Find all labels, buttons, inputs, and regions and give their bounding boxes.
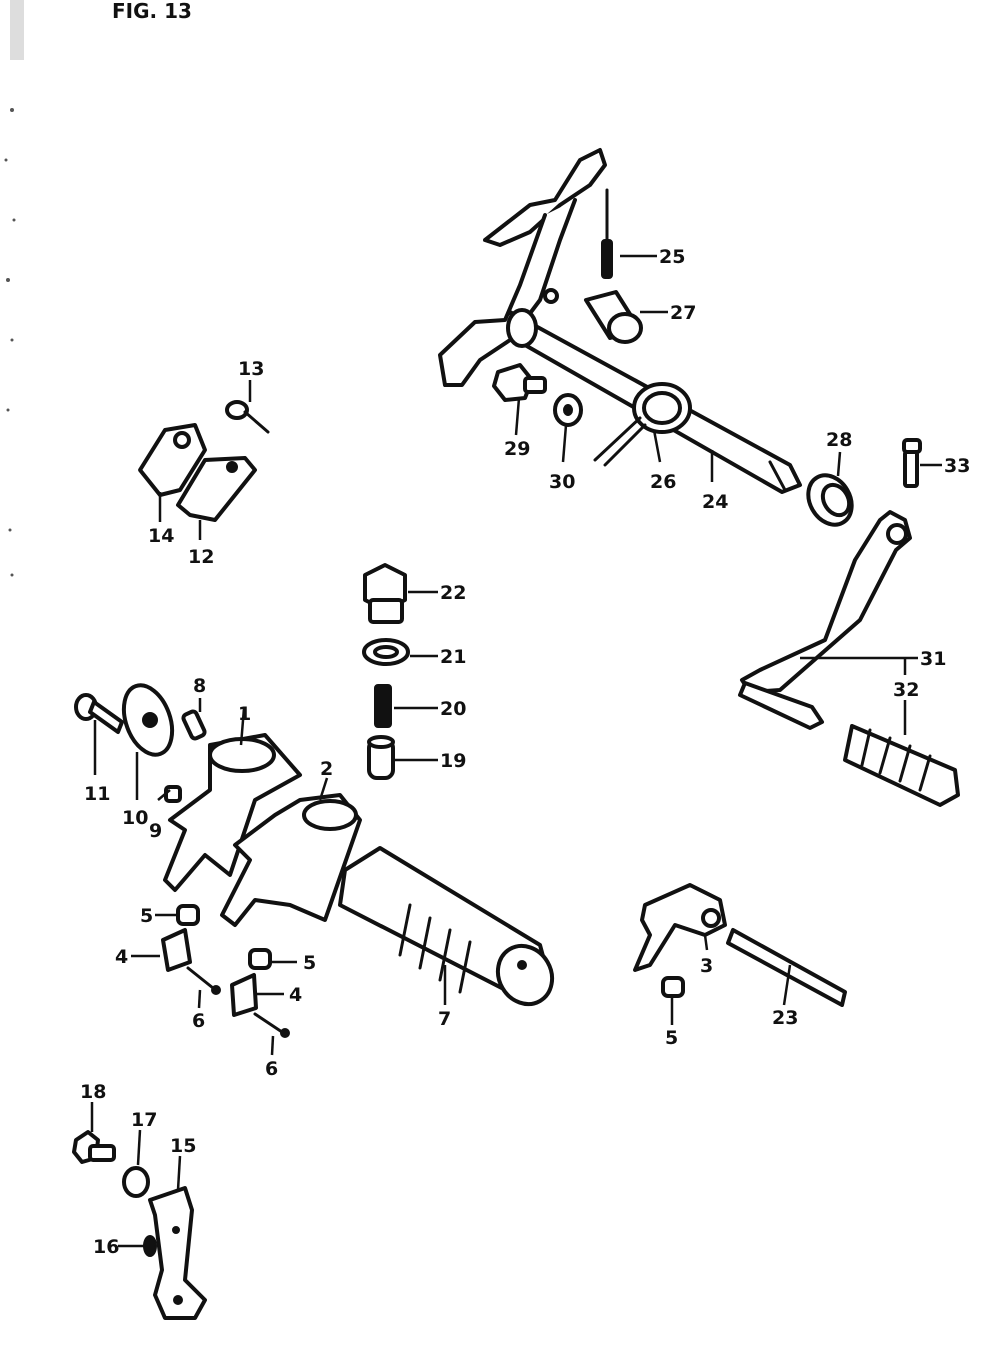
- callout-22: 22: [440, 582, 466, 604]
- spring-25: [601, 188, 613, 279]
- callout-5c: 5: [665, 1027, 678, 1049]
- bushing-27: [584, 290, 643, 344]
- bolt-11: [74, 693, 124, 734]
- bolt-29: [492, 363, 547, 402]
- callout-23: 23: [772, 1007, 798, 1029]
- washer-30: [553, 393, 583, 427]
- callout-2: 2: [320, 758, 333, 780]
- callout-9: 9: [149, 820, 162, 842]
- plunger-19: [367, 735, 395, 780]
- callout-10: 10: [122, 807, 148, 829]
- shift-cam: [338, 846, 555, 1007]
- bolt-33: [902, 438, 922, 488]
- pin-9: [164, 785, 182, 803]
- callout-12: 12: [188, 546, 214, 568]
- shift-arm-15: [148, 1186, 207, 1320]
- callout-14: 14: [148, 525, 174, 547]
- callout-28: 28: [826, 429, 852, 451]
- figure-title: FIG. 13: [112, 0, 192, 23]
- callout-32: 32: [893, 679, 919, 701]
- callout-20: 20: [440, 698, 466, 720]
- callout-29: 29: [504, 438, 530, 460]
- spring-20: [374, 684, 392, 728]
- callout-4b: 4: [289, 984, 302, 1006]
- callout-33: 33: [944, 455, 970, 477]
- fork-shaft-23: [726, 928, 847, 1007]
- callout-6b: 6: [265, 1058, 278, 1080]
- callout-30: 30: [549, 471, 575, 493]
- pin-16: [143, 1235, 157, 1257]
- lever-rubber: [843, 724, 960, 807]
- gearshift-arm-plate: [438, 148, 607, 387]
- callout-16: 16: [93, 1236, 119, 1258]
- callout-15: 15: [170, 1135, 196, 1157]
- callout-11: 11: [84, 783, 110, 805]
- pins-5-rollers-4: [161, 904, 685, 1017]
- leader-lines: [90, 254, 942, 1248]
- scan-noise: [4, 0, 24, 577]
- callout-8: 8: [193, 675, 206, 697]
- cam-stopper-plate: [138, 423, 257, 522]
- callout-3: 3: [700, 955, 713, 977]
- callout-5a: 5: [140, 905, 153, 927]
- callout-25: 25: [659, 246, 685, 268]
- callout-24: 24: [702, 491, 728, 513]
- callout-4a: 4: [115, 946, 128, 968]
- pin-8: [181, 709, 207, 741]
- washer-17: [122, 1166, 150, 1198]
- callout-6a: 6: [192, 1010, 205, 1032]
- callout-7: 7: [438, 1008, 451, 1030]
- callout-5b: 5: [303, 952, 316, 974]
- plug-22: [363, 563, 407, 624]
- cam-guide-plate: [121, 683, 175, 757]
- shift-fork-2: [220, 793, 362, 927]
- callout-31: 31: [920, 648, 946, 670]
- callout-18: 18: [80, 1081, 106, 1103]
- shift-fork-3: [633, 883, 727, 972]
- callout-27: 27: [670, 302, 696, 324]
- shift-fork-1: [163, 733, 302, 892]
- callout-26: 26: [650, 471, 676, 493]
- return-spring: [593, 382, 692, 467]
- callout-13: 13: [238, 358, 264, 380]
- screw-13: [225, 400, 270, 434]
- callout-19: 19: [440, 750, 466, 772]
- gasket-21: [362, 638, 410, 666]
- callout-1: 1: [238, 703, 251, 725]
- callout-17: 17: [131, 1109, 157, 1131]
- bolt-18: [72, 1130, 116, 1164]
- oil-seal-28: [806, 473, 854, 527]
- callout-labels: 1 2 3 4 4 5 5 5 6 6 7 8 9 10 11 12 13 14…: [80, 246, 970, 1258]
- gearshift-lever: [738, 510, 912, 730]
- screws-6: [186, 966, 290, 1038]
- callout-21: 21: [440, 646, 466, 668]
